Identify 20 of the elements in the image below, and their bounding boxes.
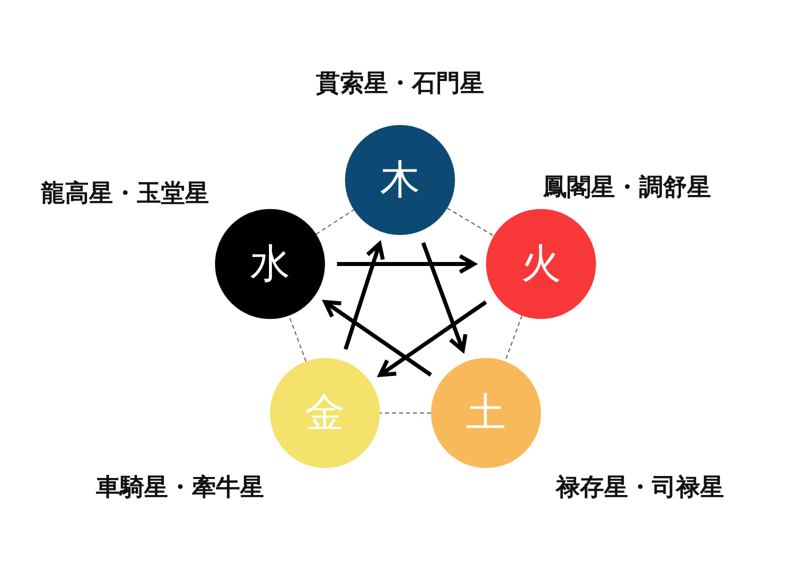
arrow — [323, 300, 432, 377]
element-label: 金 — [305, 393, 345, 433]
element-label: 水 — [250, 244, 290, 284]
star-names-label: 鳳閣星・調舒星 — [543, 172, 711, 203]
arrow — [421, 242, 468, 352]
connector-line — [288, 315, 306, 362]
element-label: 火 — [521, 244, 561, 284]
star-names-label: 龍高星・玉堂星 — [41, 178, 209, 209]
element-label: 木 — [380, 160, 420, 200]
star-names-label: 貫索星・石門星 — [316, 68, 484, 99]
arrow — [337, 254, 476, 274]
connector-line — [380, 412, 432, 414]
connector-line — [316, 209, 354, 235]
star-names-label: 禄存星・司禄星 — [556, 472, 724, 503]
arrow — [378, 300, 487, 377]
star-names-label: 車騎星・牽牛星 — [96, 472, 264, 503]
connector-line — [446, 208, 494, 236]
element-label: 土 — [466, 393, 506, 433]
connector-line — [504, 315, 522, 362]
arrow — [344, 242, 385, 350]
